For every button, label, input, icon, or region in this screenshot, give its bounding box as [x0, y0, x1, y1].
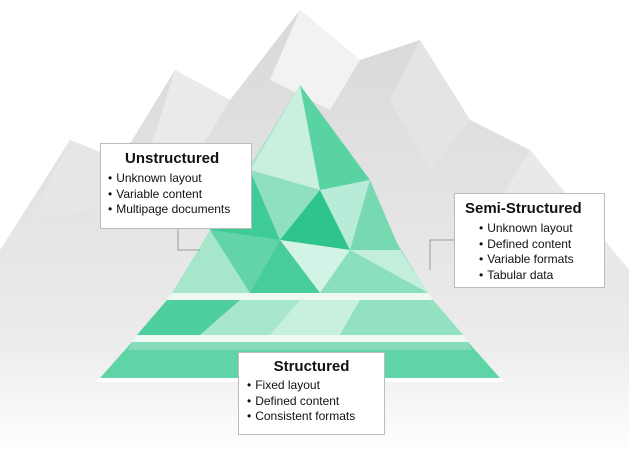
pyramid-top-tier — [172, 85, 428, 293]
structured-title: Structured — [273, 358, 350, 375]
list-item: Unknown layout — [108, 171, 251, 187]
pyramid-gap-band — [167, 293, 433, 300]
unstructured-title: Unstructured — [125, 150, 220, 167]
unstructured-callout: Unstructured Unknown layout Variable con… — [100, 143, 252, 229]
semi-structured-callout: Semi-Structured Unknown layout Defined c… — [454, 193, 605, 288]
list-item: Variable formats — [479, 252, 604, 268]
list-item: Variable content — [108, 187, 251, 203]
list-item: Unknown layout — [479, 221, 604, 237]
list-item: Defined content — [247, 394, 384, 410]
pyramid-gap-band-2 — [132, 335, 468, 342]
list-item: Defined content — [479, 237, 604, 253]
list-item: Tabular data — [479, 268, 604, 284]
pyramid-middle-tier — [137, 300, 463, 335]
semi-structured-list: Unknown layout Defined content Variable … — [465, 221, 604, 283]
list-item: Fixed layout — [247, 378, 384, 394]
list-item: Consistent formats — [247, 409, 384, 425]
unstructured-connector — [177, 229, 200, 251]
structured-list: Fixed layout Defined content Consistent … — [239, 378, 384, 425]
unstructured-list: Unknown layout Variable content Multipag… — [108, 171, 251, 218]
semi-structured-connector — [429, 239, 454, 270]
structured-callout: Structured Fixed layout Defined content … — [238, 352, 385, 435]
semi-structured-title: Semi-Structured — [465, 200, 582, 217]
list-item: Multipage documents — [108, 202, 251, 218]
